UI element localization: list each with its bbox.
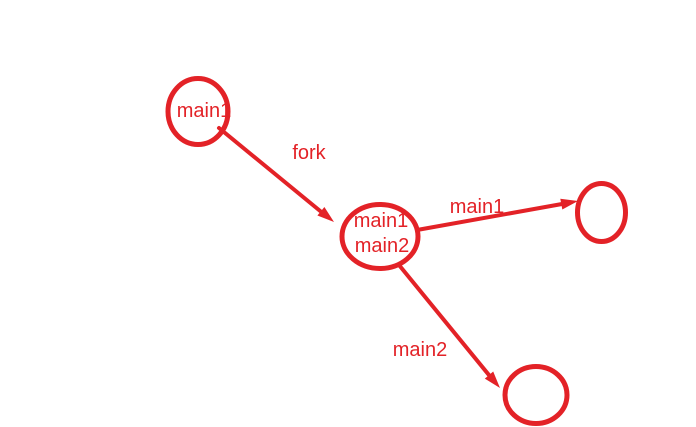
edge-fork-line xyxy=(217,126,324,215)
edge-main2-label: main2 xyxy=(393,339,447,361)
node-forked-label-line1: main1 xyxy=(354,210,408,232)
edge-fork-arrowhead xyxy=(317,207,334,222)
node-parent: main1 xyxy=(165,76,231,147)
edge-main1-label: main1 xyxy=(450,196,504,218)
edge-main2-line xyxy=(397,263,492,379)
node-child-bottom xyxy=(502,364,570,426)
node-parent-circle xyxy=(165,76,231,147)
node-child-bottom-circle xyxy=(502,364,570,426)
node-child-top xyxy=(575,181,628,244)
node-forked: main1 main2 xyxy=(339,202,421,271)
edge-main1: main1 xyxy=(415,196,578,232)
edge-fork-label: fork xyxy=(292,142,326,164)
edge-main2-arrowhead xyxy=(484,371,500,388)
node-child-top-circle xyxy=(575,181,628,244)
edge-main1-arrowhead xyxy=(560,198,578,210)
edge-main2: main2 xyxy=(393,263,500,388)
node-forked-circle xyxy=(339,202,421,271)
node-parent-label: main1 xyxy=(177,100,231,122)
node-forked-label-line2: main2 xyxy=(355,235,409,257)
edge-fork: fork xyxy=(217,126,334,222)
edge-main1-line xyxy=(415,202,564,232)
